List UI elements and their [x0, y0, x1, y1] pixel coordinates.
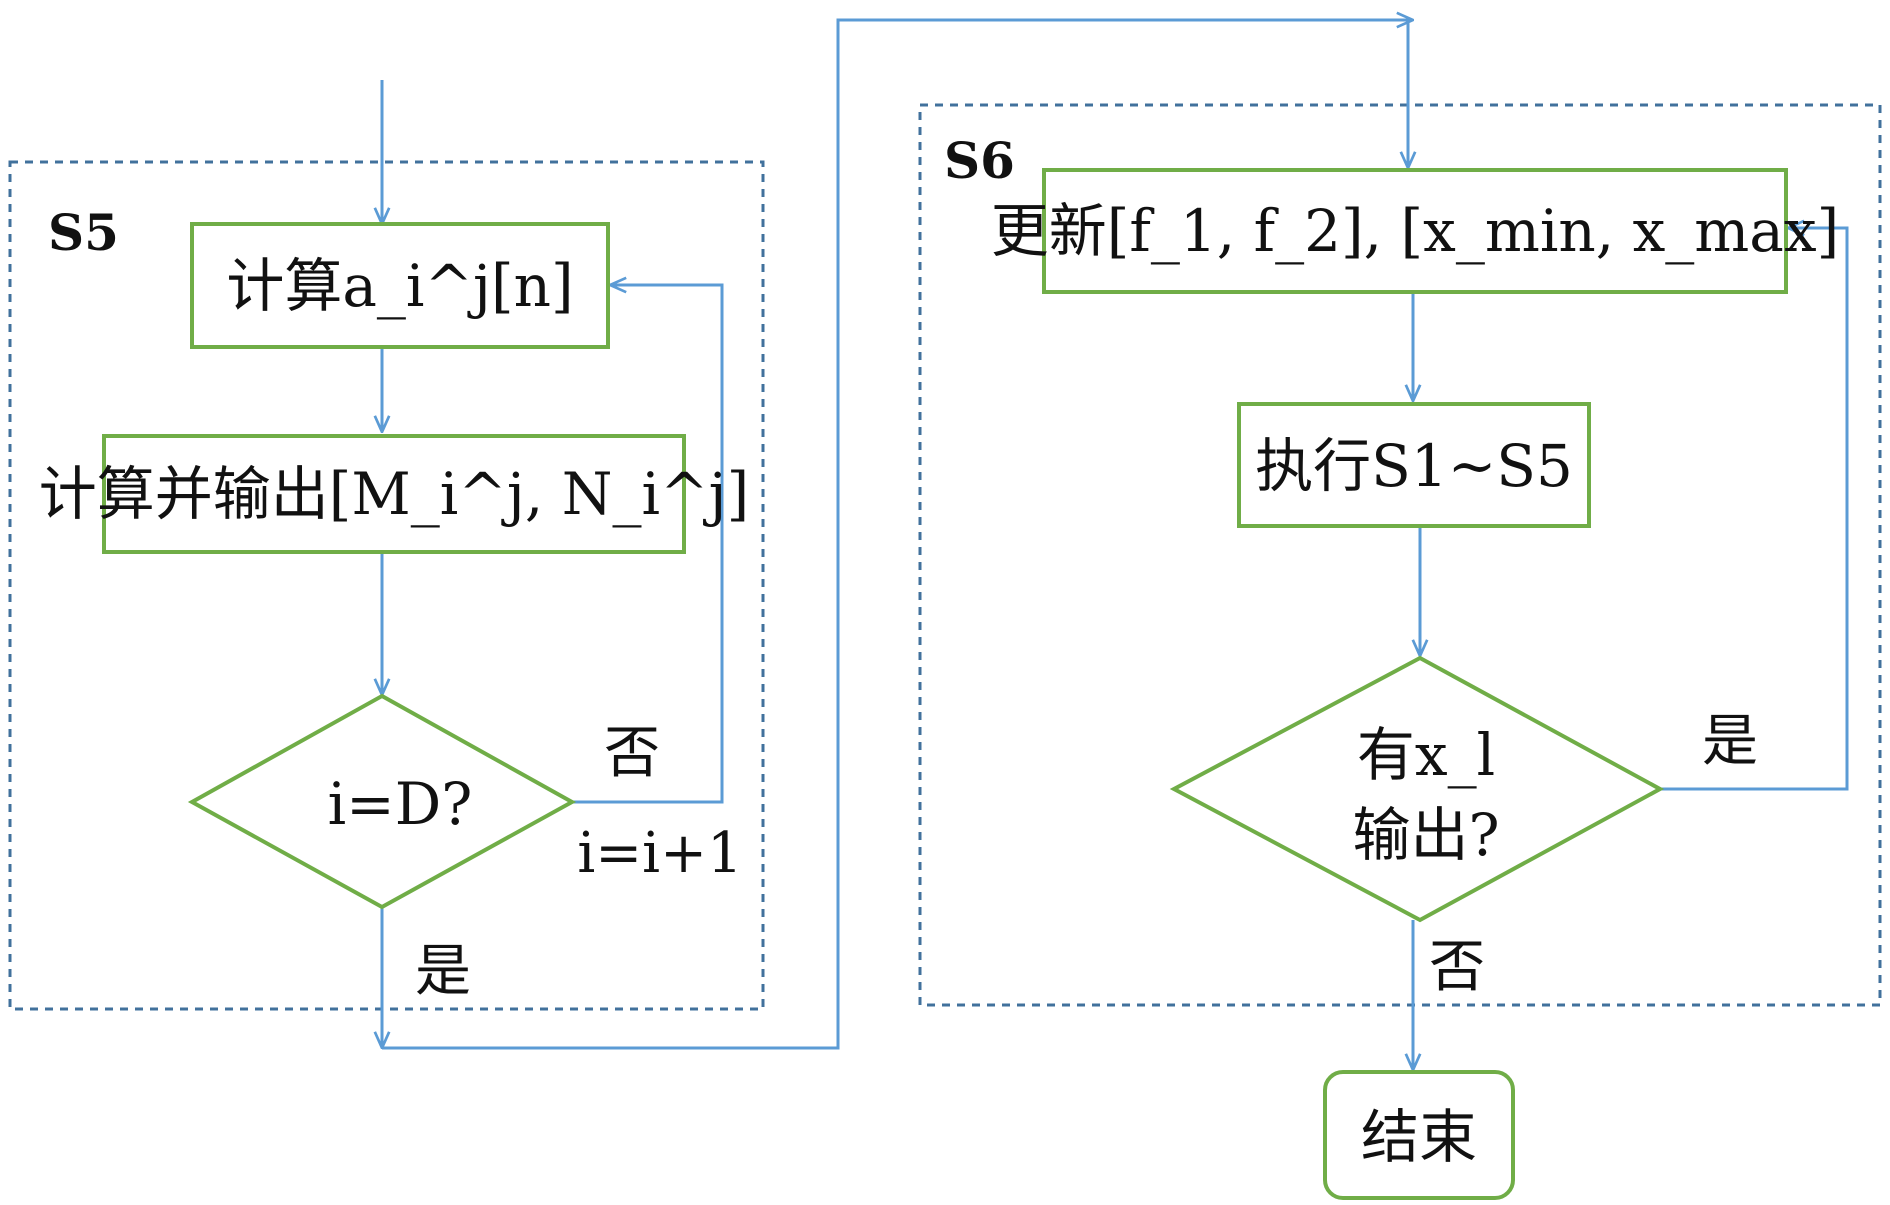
s5-loop-back-arrow	[572, 285, 724, 804]
s6-decision-label-line2: 输出?	[1352, 801, 1499, 869]
s6-execute-label: 执行S1~S5	[1255, 432, 1573, 500]
s6-yes-label: 是	[1702, 709, 1758, 774]
s6-end-label: 结束	[1361, 1103, 1477, 1171]
s5-compute-output-label: 计算并输出[M_i^j, N_i^j]	[39, 460, 750, 528]
s5-no-label: 否	[604, 721, 660, 786]
s5-compute-a-box	[190, 222, 610, 349]
s5-section-label: S5	[48, 203, 119, 262]
s5-compute-a-label: 计算a_i^j[n]	[226, 252, 573, 320]
s6-update-box	[1042, 168, 1788, 294]
s6-update-label: 更新[f_1, f_2], [x_min, x_max]	[991, 197, 1839, 265]
s6-section-label: S6	[944, 131, 1015, 190]
s6-decision-diamond	[1169, 655, 1665, 923]
s5-increment-label: i=i+1	[577, 821, 742, 886]
s6-execute-box	[1237, 402, 1591, 528]
s6-loop-back-arrow	[1660, 228, 1849, 791]
s6-group-boundary	[918, 103, 1882, 1007]
s5-yes-label: 是	[415, 939, 471, 1004]
s5-decision-diamond	[187, 693, 577, 910]
s5-to-s6-connector	[382, 20, 1413, 1050]
s6-decision-label-line1: 有x_l	[1357, 721, 1495, 789]
s6-end-box	[1323, 1070, 1515, 1200]
s6-no-label: 否	[1429, 935, 1485, 1000]
s5-group-boundary	[8, 160, 765, 1011]
s5-decision-label: i=D?	[328, 770, 473, 838]
s5-compute-output-box	[102, 434, 686, 554]
